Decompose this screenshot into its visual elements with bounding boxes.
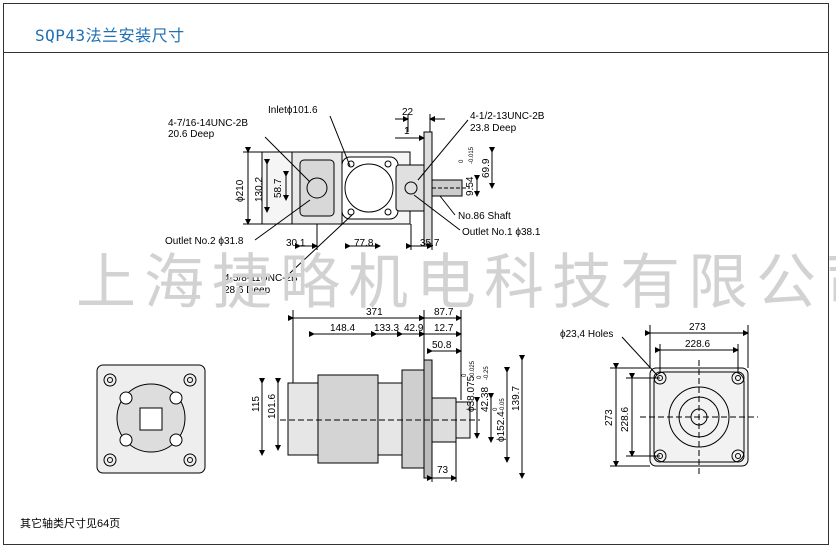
drawing-frame <box>3 3 829 545</box>
label-thread-right: 4-1/2-13UNC-2B <box>470 111 545 122</box>
label-dim-228-6-top: 228.6 <box>685 339 710 350</box>
label-dim-42-9: 42.9 <box>404 323 424 334</box>
label-dim-38-075-tol-upper: 0 <box>462 373 468 377</box>
label-dim-9-54-tol-upper: 0 <box>459 159 465 163</box>
label-inlet: Inletϕ101.6 <box>268 105 318 116</box>
label-dim-148-4: 148.4 <box>330 323 355 334</box>
label-thread-bottom: 4-5/8-11UNC-2B <box>224 273 298 284</box>
label-dim-77-8: 77.8 <box>354 238 374 249</box>
front-view <box>610 325 758 475</box>
top-inlet-bolt <box>384 208 392 216</box>
title-divider <box>4 52 828 53</box>
leader-thread-bottom <box>289 214 353 274</box>
label-dim-69-9: 69.9 <box>481 158 492 178</box>
top-inlet-port <box>344 163 394 213</box>
label-dim-152-4-tol-upper: 0 <box>493 407 499 411</box>
label-dim-133-3: 133.3 <box>374 323 399 334</box>
label-dim-38-075-tol-lower: -0.025 <box>470 360 476 378</box>
leader-outlet1 <box>413 194 461 231</box>
label-outlet1: Outlet No.1 ϕ38.1 <box>462 227 541 238</box>
label-dim-115: 115 <box>251 396 262 412</box>
label-dim-228-6-left: 228.6 <box>620 407 631 432</box>
left-end-view <box>96 364 206 474</box>
label-dim-210: ϕ210 <box>235 179 246 202</box>
footer-note: 其它轴类尺寸见64页 <box>20 518 121 530</box>
label-dim-38-075: ϕ38.075 <box>466 375 477 412</box>
leader-outlet2 <box>254 199 311 241</box>
label-dim-12-7: 12.7 <box>434 323 454 334</box>
label-dim-35-7: 35.7 <box>420 238 440 249</box>
label-dim-42-38-tol-lower: -0.25 <box>484 366 490 380</box>
label-thread-right-depth: 23.8 Deep <box>470 123 517 134</box>
label-dim-42-38: 42.38 <box>480 387 491 412</box>
label-dim-1: 1 <box>404 126 410 137</box>
label-dim-9-54-tol-lower: -0.015 <box>469 146 475 164</box>
top-outlet1-flange <box>395 164 427 212</box>
label-shaft: No.86 Shaft <box>458 211 511 222</box>
page-title: SQP43法兰安装尺寸 <box>35 26 185 45</box>
top-outlet1-port <box>404 181 418 195</box>
top-view <box>243 114 495 274</box>
leader-inlet <box>329 115 351 167</box>
label-dim-101-6: 101.6 <box>267 394 278 419</box>
side-view <box>259 310 525 482</box>
label-outlet2: Outlet No.2 ϕ31.8 <box>165 236 244 247</box>
top-inlet-bolt <box>347 160 355 168</box>
label-dim-152-4: ϕ152.4 <box>496 411 507 442</box>
label-thread-left-depth: 20.6 Deep <box>168 129 215 140</box>
top-outlet2-flange <box>299 159 335 217</box>
label-dim-87-7: 87.7 <box>434 307 454 318</box>
label-dim-22: 22 <box>402 107 414 118</box>
leader-thread-right <box>417 119 469 181</box>
label-thread-left: 4-7/16-14UNC-2B <box>168 118 248 129</box>
label-dim-30-1: 30.1 <box>286 238 306 249</box>
label-dim-73: 73 <box>437 465 449 476</box>
top-inlet-bolt <box>347 208 355 216</box>
label-holes: ϕ23,4 Holes <box>560 329 613 340</box>
label-dim-139-7: 139.7 <box>511 386 522 411</box>
leader-shaft <box>439 195 456 216</box>
label-dim-50-8: 50.8 <box>432 340 452 351</box>
label-dim-42-38-tol-upper: 0 <box>477 375 483 379</box>
top-outlet2-port <box>306 177 328 199</box>
label-dim-152-4-tol-lower: -0.05 <box>500 398 506 412</box>
label-thread-bottom-depth: 28.6 Deep <box>224 285 271 296</box>
top-mounting-flange <box>423 131 433 245</box>
top-inlet-bolt <box>384 160 392 168</box>
watermark-text: 上海捷略机电科技有限公司 <box>76 248 836 318</box>
label-dim-273-top: 273 <box>689 322 706 333</box>
label-dim-9-54: 9.54 <box>465 176 476 196</box>
label-dim-273-left: 273 <box>604 409 615 426</box>
leader-holes <box>621 336 658 376</box>
label-dim-58-7: 58.7 <box>273 178 284 198</box>
leader-thread-left <box>264 136 311 183</box>
label-dim-130-2: 130.2 <box>254 177 265 202</box>
label-dim-371: 371 <box>366 307 383 318</box>
